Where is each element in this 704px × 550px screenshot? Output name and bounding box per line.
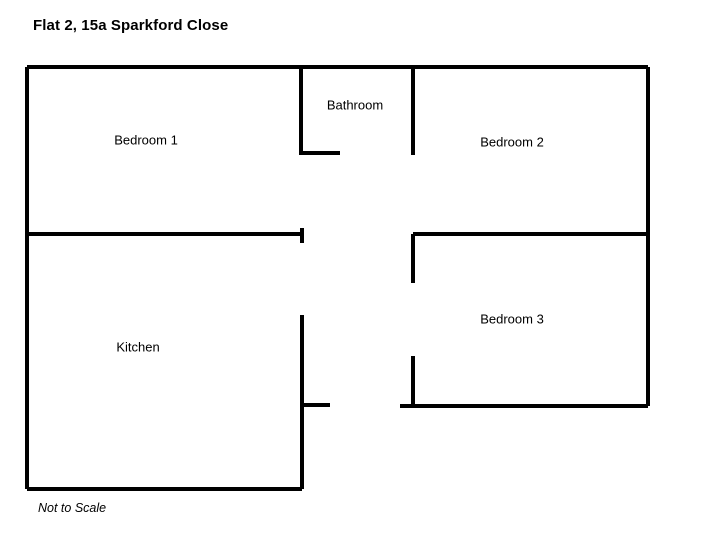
room-label-bedroom-2: Bedroom 2 (480, 134, 544, 150)
room-label-bathroom: Bathroom (326, 97, 384, 113)
room-label-bedroom-3: Bedroom 3 (480, 311, 544, 327)
scale-disclaimer: Not to Scale (38, 501, 107, 515)
room-label-kitchen: Kitchen (116, 339, 160, 355)
page-title: Flat 2, 15a Sparkford Close (33, 17, 229, 34)
room-label-bedroom-1: Bedroom 1 (114, 132, 178, 148)
walls-group (25, 65, 650, 491)
